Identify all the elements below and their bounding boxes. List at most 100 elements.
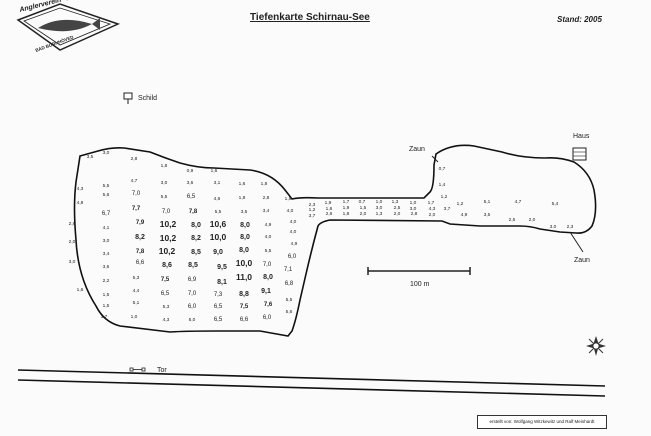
depth-sounding: 8,6 (162, 262, 172, 269)
depth-sounding: 4,0 (290, 219, 297, 225)
depth-sounding: 1,0 (410, 200, 417, 206)
depth-sounding: 2,3 (309, 202, 316, 208)
depth-sounding: 8,0 (239, 247, 249, 254)
depth-sounding: 6,5 (214, 317, 223, 323)
depth-sounding: 2,8 (131, 156, 138, 162)
depth-sounding: 8,5 (191, 249, 201, 256)
label-zaun-top: Zaun (409, 146, 425, 153)
club-logo: Anglerverein "Forelle" e.V. BAD BORNHÖVE… (16, 0, 121, 53)
depth-sounding: 6,5 (187, 194, 196, 200)
depth-sounding: 1,4 (439, 182, 446, 188)
depth-sounding: 9,5 (217, 264, 227, 271)
depth-sounding: 4,3 (429, 206, 436, 212)
depth-sounding: 7,5 (240, 304, 249, 310)
depth-sounding: 1,8 (285, 196, 292, 202)
house-marker (572, 147, 587, 161)
depth-sounding: 7,0 (188, 291, 197, 297)
depth-sounding: 0,7 (439, 166, 446, 172)
depth-sounding: 6,0 (263, 315, 272, 321)
depth-sounding: 7,0 (263, 262, 272, 268)
depth-sounding: 4,9 (265, 222, 272, 228)
lake-outline (73, 144, 597, 337)
depth-sounding: 1,7 (101, 314, 108, 320)
depth-sounding: 3,0 (103, 150, 110, 156)
depth-sounding: 4,9 (291, 241, 298, 247)
depth-sounding: 4,0 (290, 229, 297, 235)
sign-marker (123, 92, 133, 104)
depth-sounding: 4,0 (265, 234, 272, 240)
credit-text: erstellt von: Wolfgang Witzkewitz und Ra… (489, 419, 595, 424)
depth-sounding: 5,5 (215, 209, 222, 215)
depth-sounding: 2,5 (509, 217, 516, 223)
map-title: Tiefenkarte Schirnau-See (250, 12, 370, 23)
depth-sounding: 1,6 (211, 168, 218, 174)
depth-sounding: 1,0 (131, 314, 138, 320)
depth-sounding: 0,9 (187, 168, 194, 174)
depth-sounding: 9,0 (213, 249, 223, 256)
depth-sounding: 0,7 (359, 199, 366, 205)
depth-sounding: 10,2 (160, 219, 177, 229)
depth-sounding: 6,7 (102, 211, 111, 217)
depth-sounding: 10,2 (159, 246, 176, 256)
depth-sounding: 4,4 (133, 288, 140, 294)
depth-sounding: 1,2 (309, 207, 316, 213)
depth-sounding: 3,5 (241, 209, 248, 215)
depth-sounding: 1,6 (326, 206, 333, 212)
depth-sounding: 4,3 (77, 186, 84, 192)
depth-sounding: 3,7 (309, 213, 316, 219)
depth-sounding: 5,5 (265, 248, 272, 254)
depth-sounding: 4,8 (77, 200, 84, 206)
depth-sounding: 11,0 (236, 272, 252, 282)
depth-sounding: 5,1 (133, 300, 140, 306)
depth-sounding: 3,1 (214, 180, 221, 186)
depth-sounding: 7,8 (136, 249, 145, 255)
depth-sounding: 4,0 (287, 208, 294, 214)
depth-sounding: 5,1 (484, 199, 491, 205)
depth-sounding: 1,5 (103, 303, 110, 309)
label-tor: Tor (157, 367, 167, 374)
depth-sounding: 7,6 (264, 302, 273, 308)
depth-sounding: 4,7 (515, 199, 522, 205)
stand-date: Stand: 2005 (557, 15, 602, 24)
depth-sounding: 6,6 (240, 317, 249, 323)
depth-sounding: 2,0 (429, 212, 436, 218)
label-zaun-right: Zaun (574, 257, 590, 264)
depth-sounding: 2,5 (394, 205, 401, 211)
depth-sounding: 1,7 (428, 200, 435, 206)
depth-sounding: 5,6 (103, 192, 110, 198)
depth-sounding: 7,5 (161, 277, 170, 283)
depth-sounding: 3,6 (187, 180, 194, 186)
depth-sounding: 5,5 (103, 183, 110, 189)
depth-sounding: 6,9 (188, 277, 197, 283)
depth-sounding: 1,6 (77, 287, 84, 293)
depth-sounding: 1,2 (441, 194, 448, 200)
depth-sounding: 9,1 (261, 288, 271, 295)
depth-sounding: 8,0 (191, 222, 201, 229)
depth-sounding: 5,5 (161, 194, 168, 200)
depth-sounding: 2,6 (326, 211, 333, 217)
depth-sounding: 6,5 (214, 304, 223, 310)
depth-sounding: 5,4 (552, 201, 559, 207)
road-edge-bottom (17, 379, 606, 397)
depth-sounding: 1,8 (343, 211, 350, 217)
road-edge-top (17, 369, 606, 387)
depth-sounding: 1,5 (360, 205, 367, 211)
depth-sounding: 2,2 (103, 278, 110, 284)
depth-sounding: 3,0 (550, 224, 557, 230)
depth-sounding: 3,4 (263, 208, 270, 214)
depth-sounding: 3,5 (484, 212, 491, 218)
depth-sounding: 6,0 (288, 254, 297, 260)
depth-sounding: 1,7 (343, 199, 350, 205)
depth-sounding: 7,9 (136, 220, 145, 226)
depth-sounding: 2,8 (411, 211, 418, 217)
depth-sounding: 2,3 (567, 224, 574, 230)
depth-sounding: 3,6 (103, 264, 110, 270)
depth-sounding: 5,0 (189, 317, 196, 323)
depth-sounding: 6,0 (188, 304, 197, 310)
label-haus: Haus (573, 133, 590, 140)
depth-sounding: 1,6 (239, 181, 246, 187)
depth-sounding: 1,8 (161, 163, 168, 169)
depth-sounding: 3,0 (161, 180, 168, 186)
credit-box: erstellt von: Wolfgang Witzkewitz und Ra… (477, 415, 607, 429)
depth-sounding: 10,6 (210, 219, 227, 229)
